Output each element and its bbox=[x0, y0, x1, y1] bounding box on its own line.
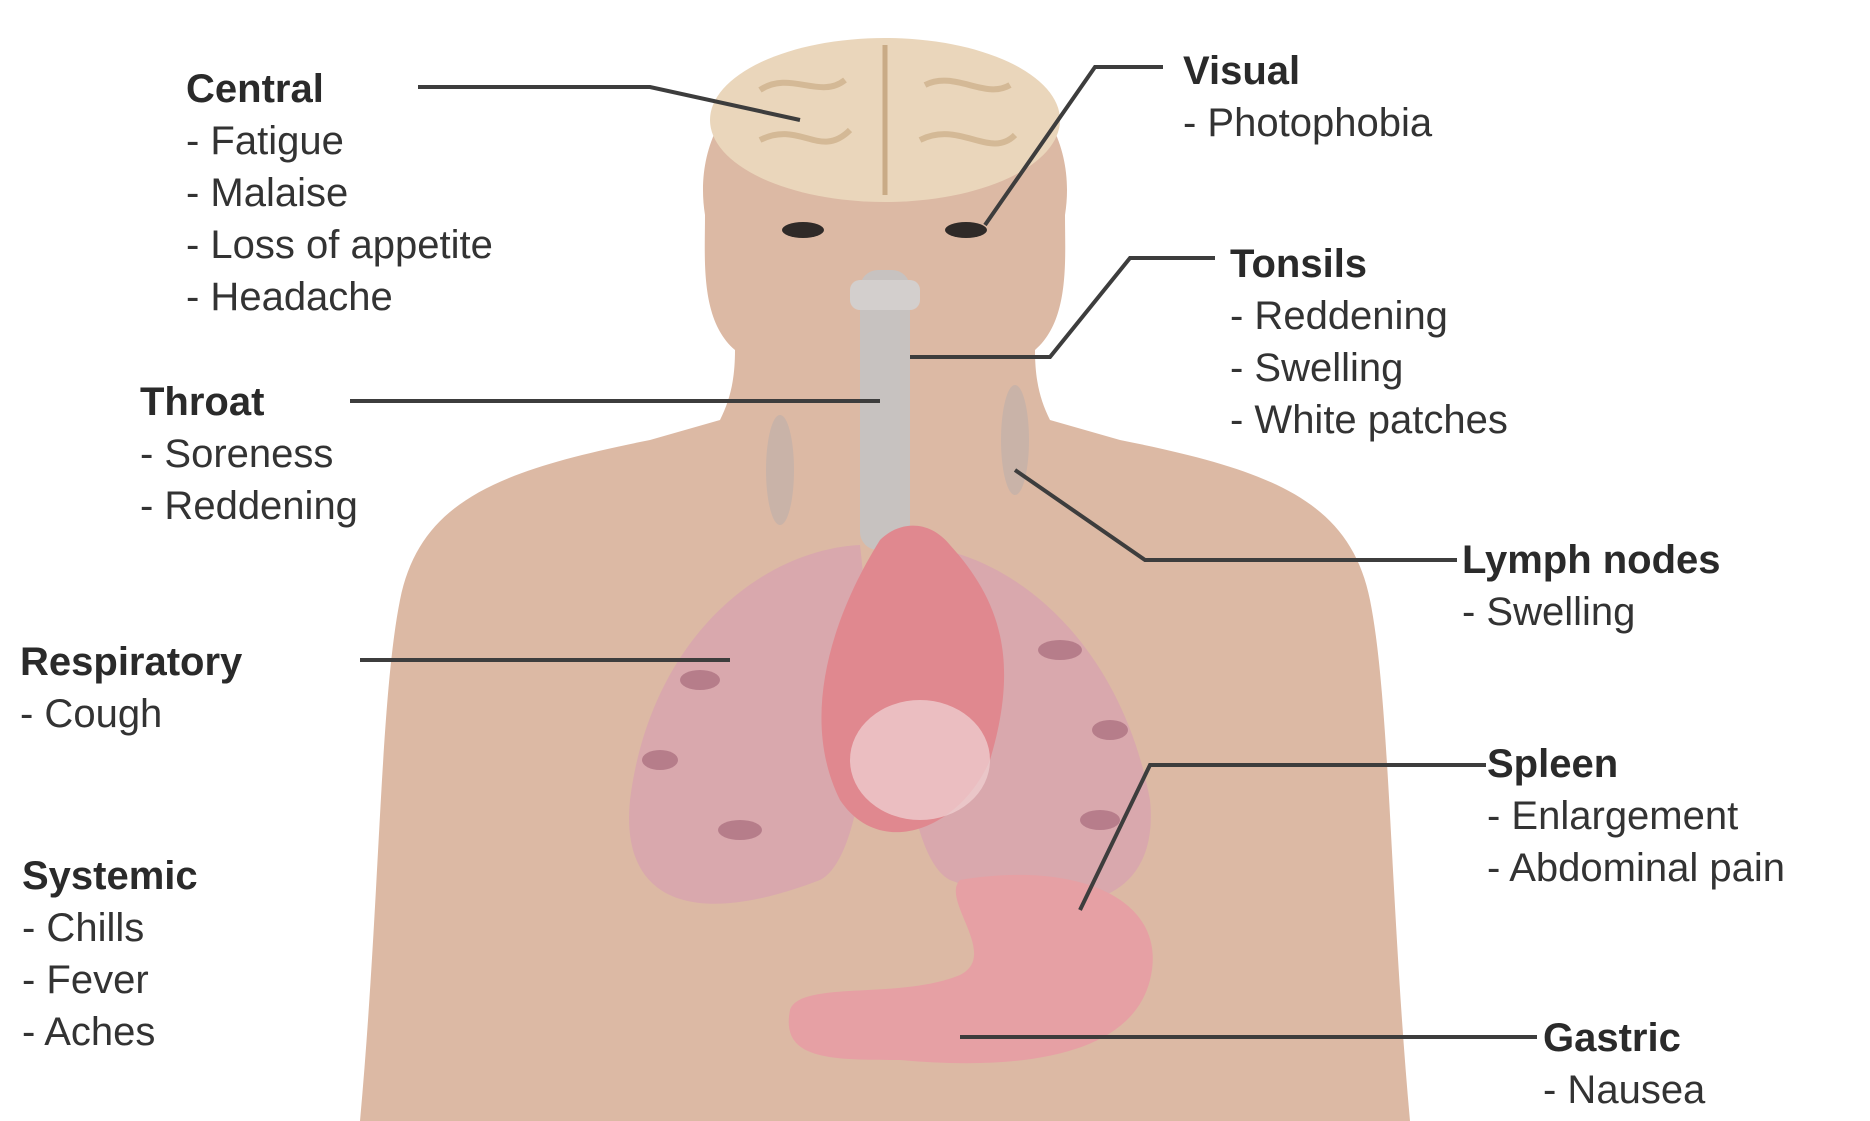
systemic-label-group: Systemic - Chills - Fever - Aches bbox=[22, 850, 198, 1058]
throat-item-soreness: - Soreness bbox=[140, 428, 358, 480]
right-eye bbox=[945, 222, 987, 238]
trachea-graphic bbox=[850, 270, 920, 550]
spleen-item-abdominal-pain: - Abdominal pain bbox=[1487, 842, 1870, 894]
throat-title: Throat bbox=[140, 376, 358, 428]
systemic-title: Systemic bbox=[22, 850, 198, 902]
tonsils-label-group: Tonsils - Reddening - Swelling - White p… bbox=[1230, 238, 1508, 446]
tonsils-item-swelling: - Swelling bbox=[1230, 342, 1508, 394]
tonsils-item-white-patches: - White patches bbox=[1230, 394, 1508, 446]
central-item-loss-of-appetite: - Loss of appetite bbox=[186, 219, 493, 271]
systemic-item-fever: - Fever bbox=[22, 954, 198, 1006]
central-label-group: Central - Fatigue - Malaise - Loss of ap… bbox=[186, 63, 493, 323]
brain-graphic bbox=[710, 38, 1060, 202]
gastric-label-group: Gastric - Nausea bbox=[1543, 1012, 1705, 1116]
throat-item-reddening: - Reddening bbox=[140, 480, 358, 532]
gastric-item-nausea: - Nausea bbox=[1543, 1064, 1705, 1116]
spleen-label-group: Spleen - Enlargement - Abdominal pain bbox=[1487, 738, 1870, 894]
gastric-title: Gastric bbox=[1543, 1012, 1705, 1064]
central-item-headache: - Headache bbox=[186, 271, 493, 323]
lymph-nodes-label-group: Lymph nodes - Swelling bbox=[1462, 534, 1721, 638]
lymph-nodes-title: Lymph nodes bbox=[1462, 534, 1721, 586]
lymph-nodes-item-swelling: - Swelling bbox=[1462, 586, 1721, 638]
left-eye bbox=[782, 222, 824, 238]
respiratory-title: Respiratory bbox=[20, 636, 242, 688]
central-title: Central bbox=[186, 63, 493, 115]
respiratory-label-group: Respiratory - Cough bbox=[20, 636, 242, 740]
tonsils-item-reddening: - Reddening bbox=[1230, 290, 1508, 342]
central-item-malaise: - Malaise bbox=[186, 167, 493, 219]
spleen-item-enlargement: - Enlargement bbox=[1487, 790, 1870, 842]
central-item-fatigue: - Fatigue bbox=[186, 115, 493, 167]
respiratory-item-cough: - Cough bbox=[20, 688, 242, 740]
visual-item-photophobia: - Photophobia bbox=[1183, 97, 1432, 149]
systemic-item-chills: - Chills bbox=[22, 902, 198, 954]
tonsils-title: Tonsils bbox=[1230, 238, 1508, 290]
visual-label-group: Visual - Photophobia bbox=[1183, 45, 1432, 149]
visual-title: Visual bbox=[1183, 45, 1432, 97]
systemic-item-aches: - Aches bbox=[22, 1006, 198, 1058]
throat-label-group: Throat - Soreness - Reddening bbox=[140, 376, 358, 532]
spleen-title: Spleen bbox=[1487, 738, 1870, 790]
lymph-node-left bbox=[766, 415, 794, 525]
